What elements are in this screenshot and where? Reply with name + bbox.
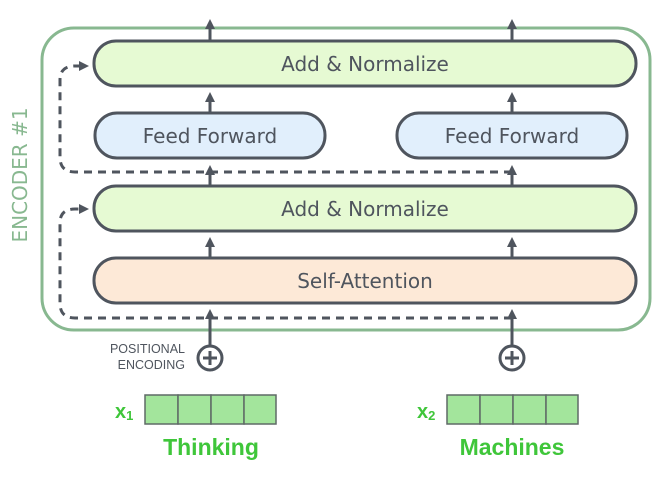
input-vector-2 — [446, 394, 579, 425]
plus-circle-icon — [196, 344, 224, 372]
feed-forward-left-label: Feed Forward — [143, 124, 278, 148]
input-symbol-1: x1 — [115, 401, 133, 423]
input-word-1: Thinking — [163, 434, 259, 460]
encoder-label: ENCODER #1 — [8, 107, 32, 242]
add-normalize-top-label: Add & Normalize — [281, 52, 449, 76]
encoder-border — [40, 26, 652, 332]
add-normalize-bottom-label: Add & Normalize — [281, 197, 449, 221]
plus-circle-icon — [498, 344, 526, 372]
add-normalize-bottom-block — [92, 184, 638, 233]
feed-forward-right-block — [395, 111, 629, 160]
input-word-2: Machines — [460, 434, 565, 460]
positional-encoding-label-line1: POSITIONAL — [110, 342, 185, 356]
input-vector-1 — [144, 394, 277, 425]
input-symbol-2: x2 — [417, 401, 435, 423]
add-normalize-top-block — [92, 39, 638, 88]
positional-encoding-label-line2: ENCODING — [118, 358, 185, 372]
flow-arrows — [205, 19, 517, 345]
feed-forward-left-block — [93, 111, 327, 160]
self-attention-label: Self-Attention — [297, 269, 433, 293]
feed-forward-right-label: Feed Forward — [445, 124, 580, 148]
self-attention-block — [92, 256, 638, 305]
